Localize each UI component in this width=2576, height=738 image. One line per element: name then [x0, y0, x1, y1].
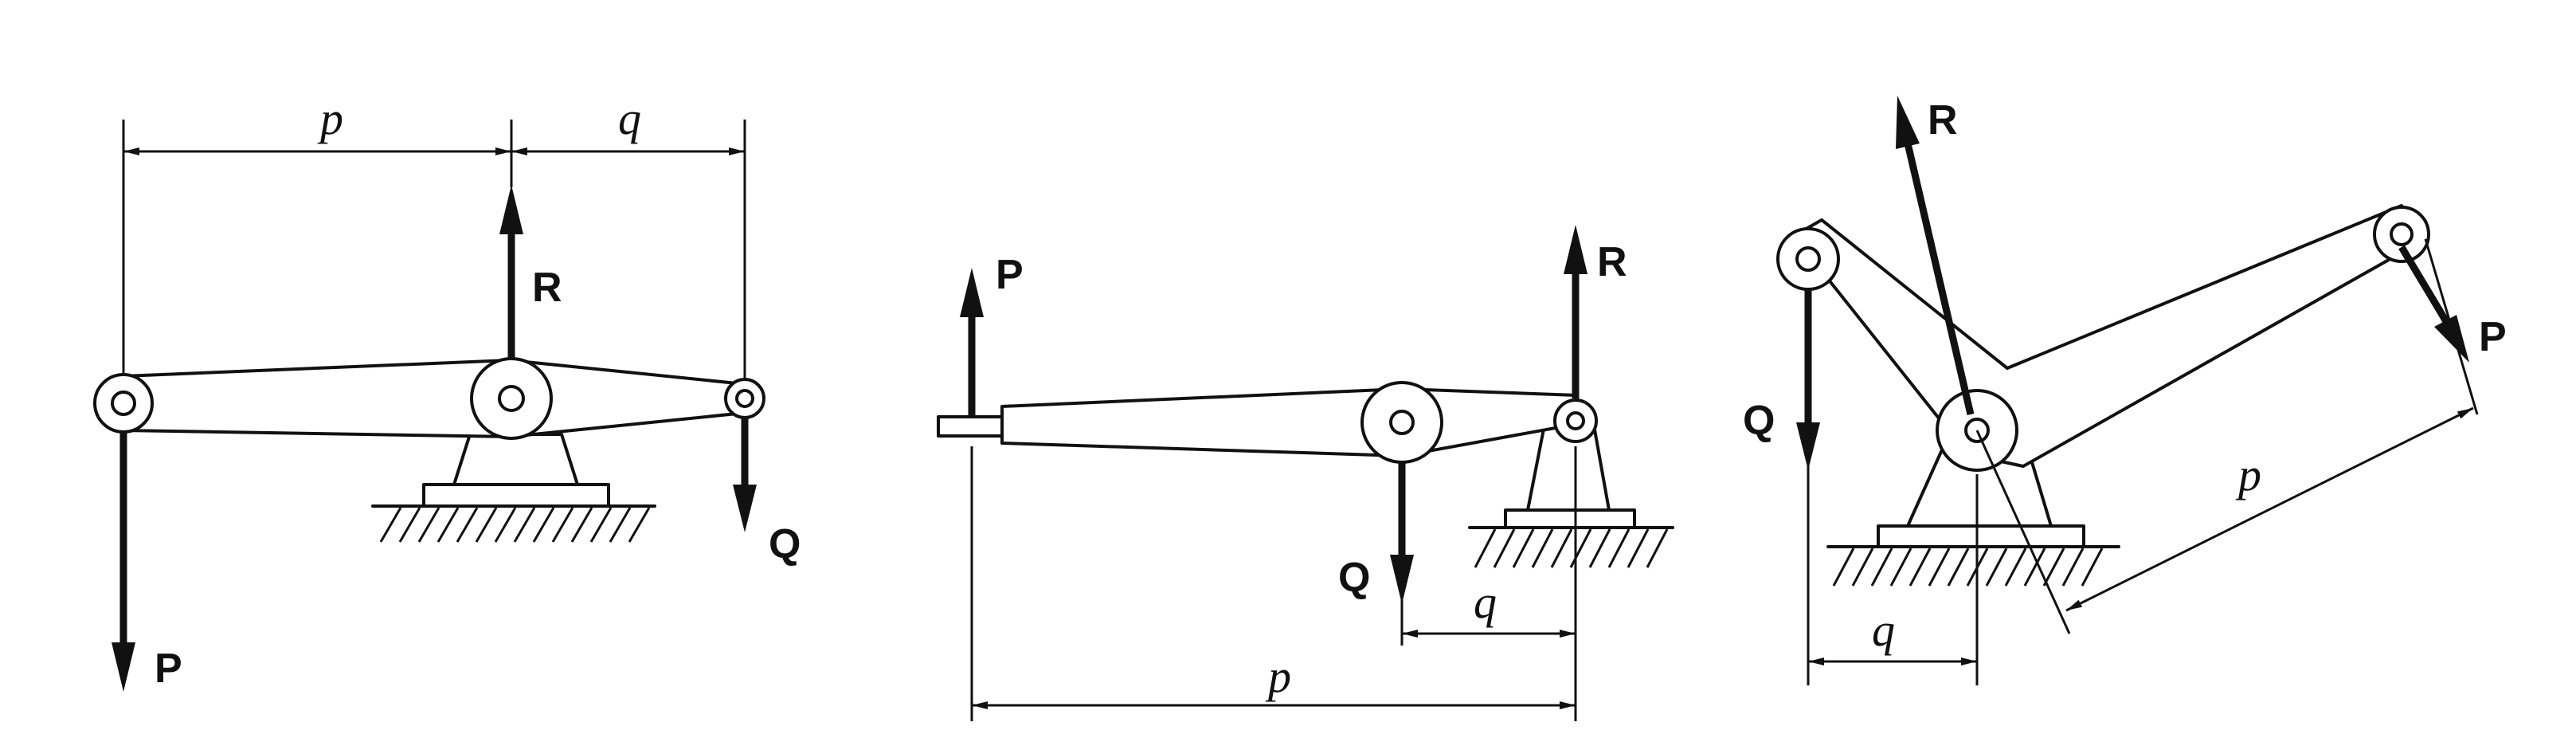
lever-1-fulcrum-support — [452, 433, 579, 486]
lever-2-second-class: q p P R Q — [937, 225, 1674, 721]
lever-2-label-p: p — [1265, 650, 1291, 702]
lever-2-label-R: R — [1597, 239, 1627, 285]
lever-1-force-R — [499, 185, 523, 359]
lever-3-bent-beam — [1792, 204, 2427, 468]
lever-3-ground — [1826, 545, 2120, 587]
lever-1-ground — [371, 504, 656, 543]
lever-1-base-plate — [422, 483, 610, 508]
lever-3-label-P: P — [2479, 314, 2507, 360]
lever-3-label-R: R — [1928, 97, 1958, 143]
lever-1-label-Q: Q — [769, 521, 801, 567]
lever-1-label-R: R — [532, 265, 562, 311]
lever-3-bent-lever: q p R Q P — [1743, 96, 2507, 685]
lever-3-label-p: p — [2235, 449, 2261, 501]
lever-3-dimension-p — [2065, 406, 2474, 612]
lever-1-force-P — [112, 432, 135, 692]
lever-3-force-Q — [1796, 289, 1820, 470]
lever-3-perpendicular-line — [1975, 430, 2071, 634]
lever-1-beam — [122, 359, 746, 438]
lever-2-label-q: q — [1474, 576, 1497, 628]
lever-1-first-class: p q R P Q — [93, 92, 801, 692]
lever-2-label-P: P — [996, 252, 1024, 298]
lever-2-ground — [1468, 526, 1674, 568]
lever-3-label-Q: Q — [1743, 398, 1775, 444]
lever-2-force-P — [960, 268, 984, 416]
lever-1-label-p: p — [317, 92, 343, 144]
lever-2-force-Q — [1390, 462, 1414, 604]
lever-2-force-R — [1564, 225, 1587, 398]
lever-3-label-q: q — [1872, 604, 1895, 656]
lever-2-base-plate — [1504, 508, 1636, 529]
lever-2-label-Q: Q — [1338, 555, 1370, 601]
lever-1-force-Q — [733, 418, 757, 532]
lever-3-base-plate — [1877, 524, 2085, 548]
lever-2-beam — [1000, 387, 1579, 457]
lever-1-label-q: q — [618, 92, 641, 144]
lever-3-force-P — [2398, 245, 2469, 363]
lever-3-force-R — [1896, 96, 1975, 416]
lever-1-label-P: P — [155, 646, 182, 692]
lever-2-handle — [937, 415, 1004, 438]
